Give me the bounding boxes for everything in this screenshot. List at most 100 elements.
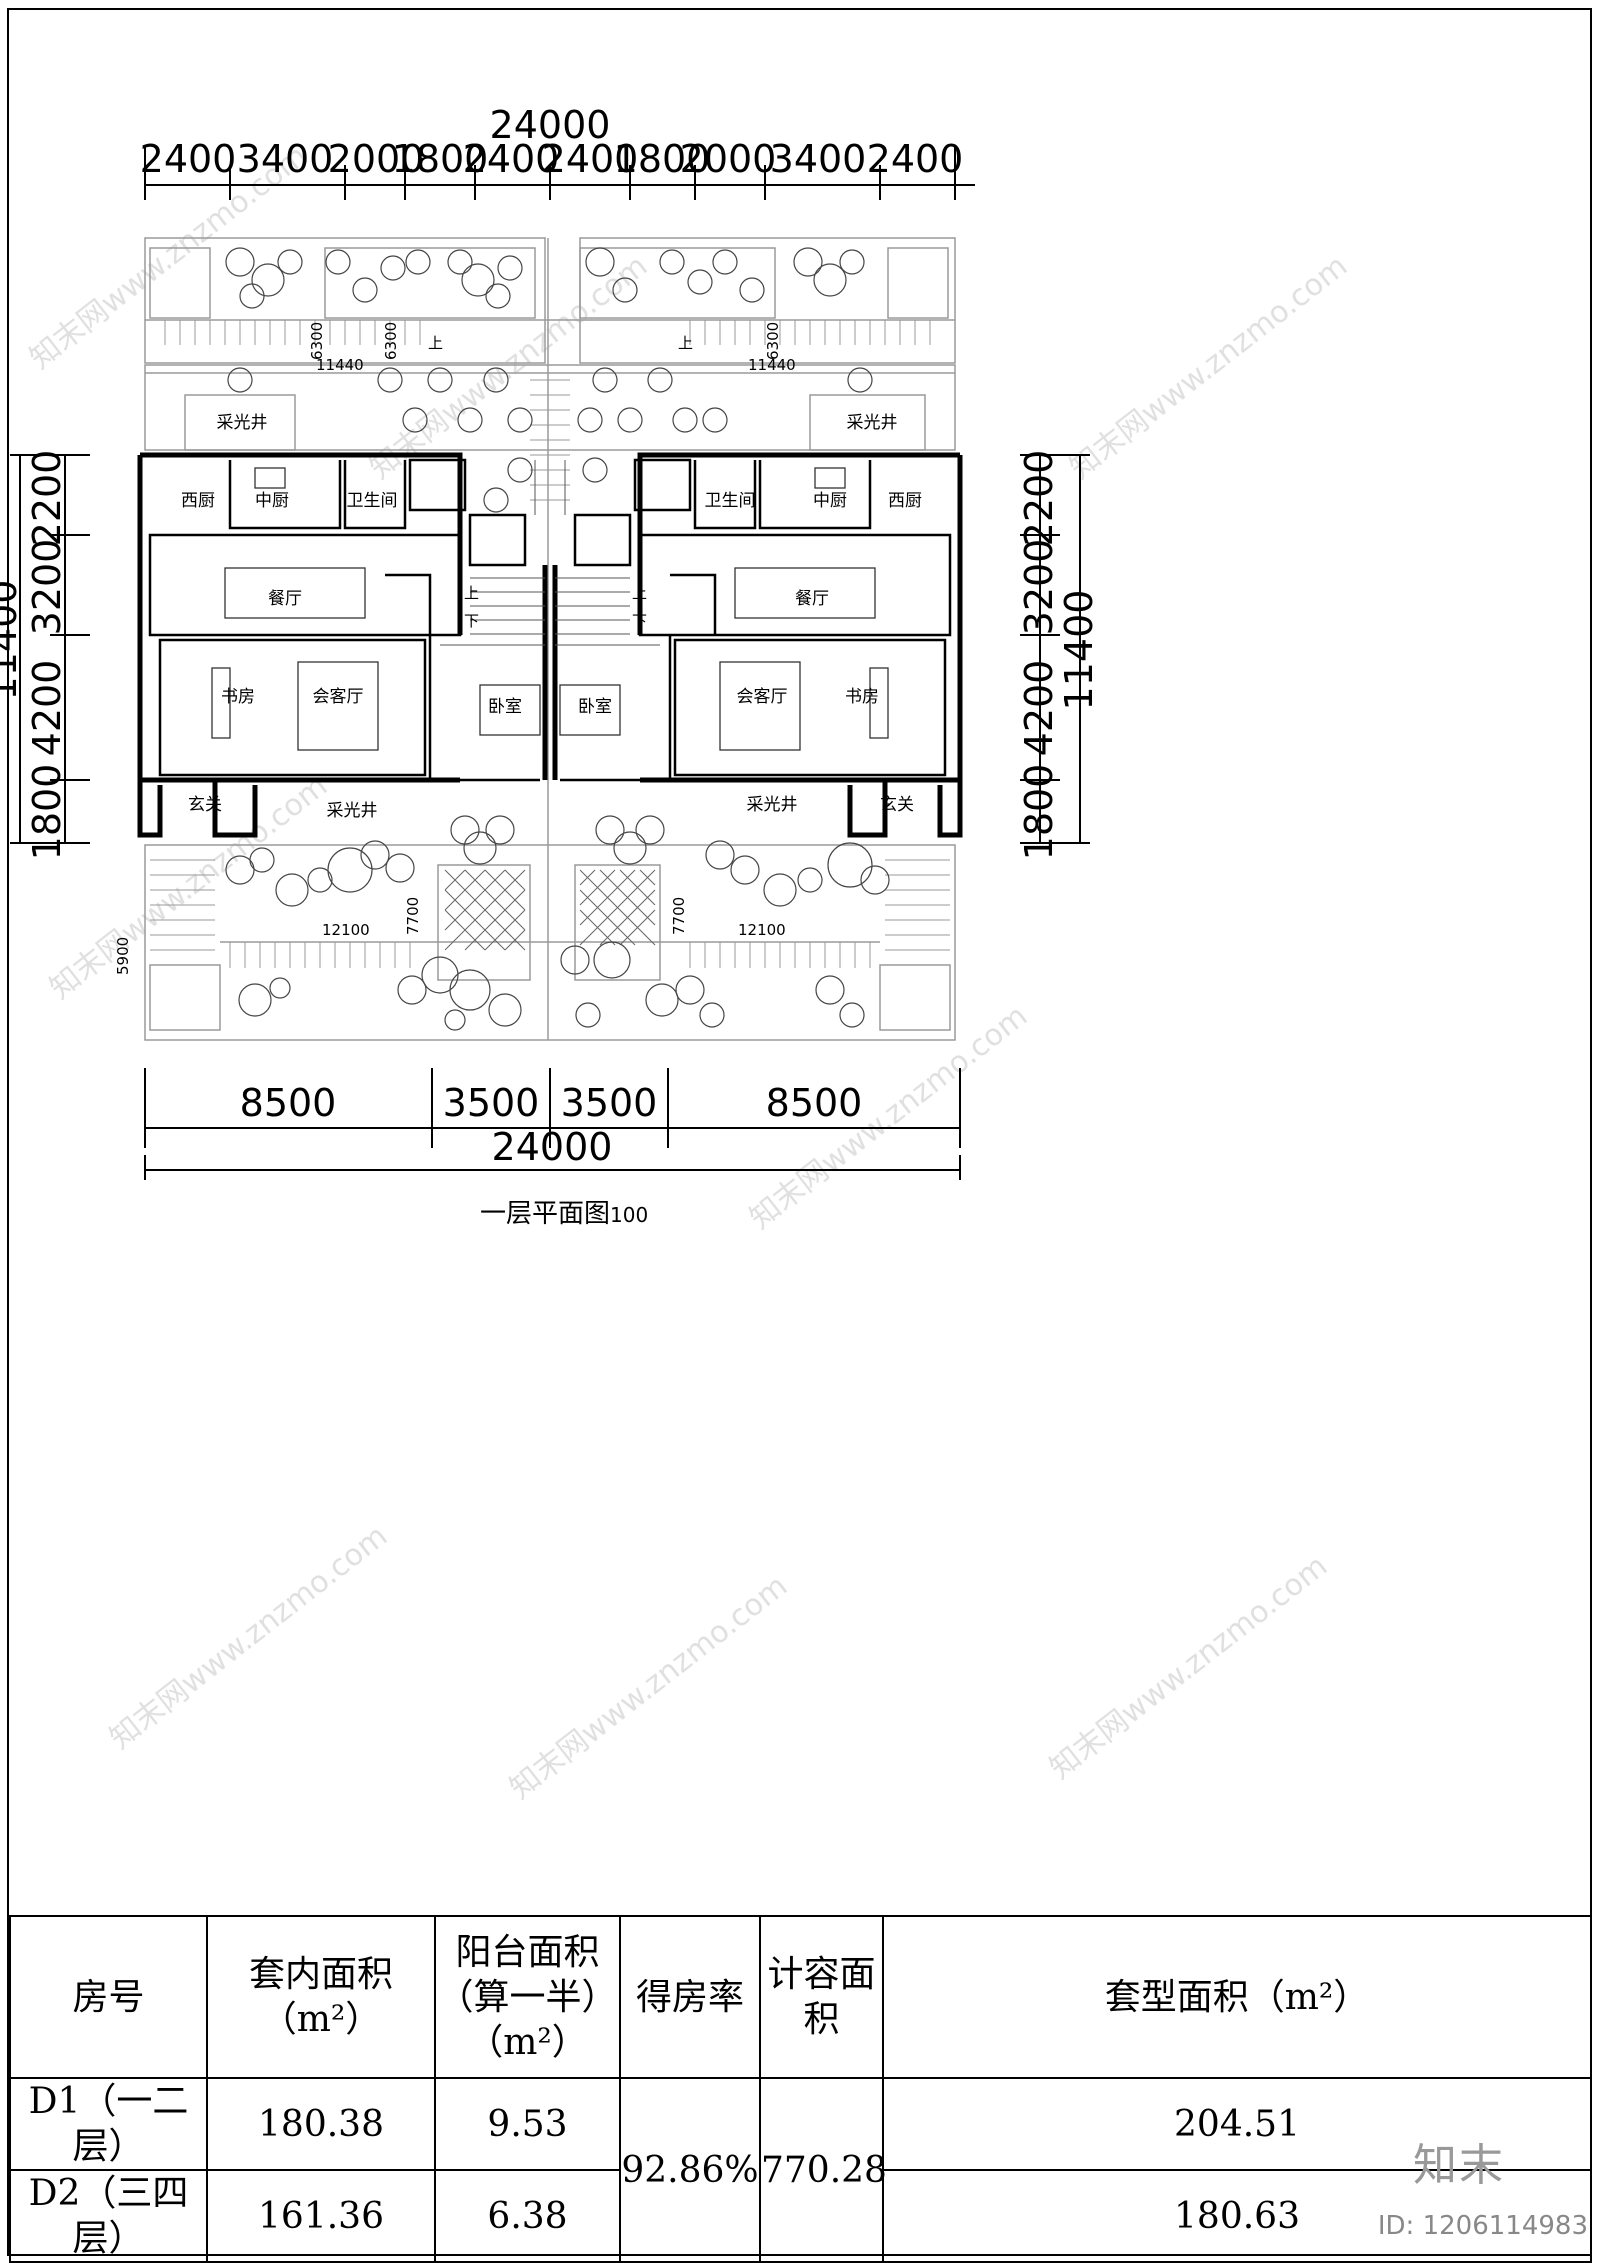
interior-walls — [148, 458, 952, 782]
dimension-label: 12100 — [738, 921, 786, 939]
dimension-label: 6300 — [308, 322, 326, 360]
header-plot-area: 计容面积 — [759, 1915, 884, 2079]
room-label: 玄关 — [188, 795, 222, 815]
top-dimension: 3400 — [770, 137, 867, 181]
floor-plan: 知末网www.znzmo.com 知末网www.znzmo.com 知末网www… — [0, 103, 1354, 1806]
bottom-dimension: 3500 — [443, 1081, 540, 1125]
right-dimension: 2200 — [1017, 450, 1061, 547]
dimension-label: 11440 — [316, 356, 364, 374]
stair-up-mark: 上 — [428, 334, 443, 352]
top-dimension: 2400 — [463, 137, 560, 181]
header-room: 房号 — [9, 1915, 208, 2079]
top-dimension: 2400 — [140, 137, 237, 181]
header-inner-area: 套内面积（m²） — [206, 1915, 436, 2079]
exterior-walls — [137, 452, 963, 838]
room-label: 会客厅 — [313, 687, 364, 707]
dimension-label: 7700 — [670, 897, 688, 935]
room-label: 卧室 — [488, 697, 522, 717]
cell-room: D1（一二层） — [9, 2077, 208, 2171]
cell-efficiency: 92.86% — [619, 2077, 761, 2263]
room-label: 书房 — [845, 687, 879, 707]
watermark: 知末网www.znzmo.com — [503, 1568, 794, 1806]
cell-room: D2（三四层） — [9, 2169, 208, 2263]
dimension-label: 11440 — [748, 356, 796, 374]
top-total-dimension: 24000 — [490, 103, 611, 147]
room-label: 西厨 — [888, 491, 922, 511]
dimension-label: 5900 — [114, 937, 132, 975]
left-dimension-line — [10, 454, 90, 844]
area-table: 房号 套内面积（m²） 阳台面积 （算一半） （m²） 得房率 计容面积 套型面… — [9, 1915, 1592, 2263]
stair-up-mark: 上 — [632, 584, 647, 602]
bottom-dimension: 3500 — [561, 1081, 658, 1125]
cell-plot-area: 770.28 — [759, 2077, 887, 2263]
cell-balcony-area: 6.38 — [434, 2169, 621, 2263]
landscape-plants — [225, 247, 890, 1031]
header-efficiency: 得房率 — [619, 1915, 761, 2079]
room-label: 采光井 — [747, 795, 798, 815]
bottom-dimension: 8500 — [766, 1081, 863, 1125]
right-total-dimension: 11400 — [1057, 590, 1101, 711]
cell-inner-area: 180.38 — [206, 2077, 436, 2171]
dimension-label: 6300 — [382, 322, 400, 360]
furniture — [211, 467, 889, 751]
header-type-area: 套型面积（m²） — [882, 1915, 1592, 2079]
left-dimension: 2200 — [25, 450, 69, 547]
image-id-watermark: ID: 1206114983 — [1377, 2211, 1588, 2241]
right-dimension: 4200 — [1017, 660, 1061, 757]
right-dimension-line — [1020, 454, 1090, 844]
room-label: 中厨 — [255, 491, 289, 511]
left-dimension: 4200 — [25, 660, 69, 757]
top-dimension: 2400 — [867, 137, 964, 181]
top-dimension: 1800 — [614, 137, 711, 181]
cell-type-area: 180.63 — [882, 2169, 1592, 2263]
cell-inner-area: 161.36 — [206, 2169, 436, 2263]
terrace-steps — [150, 320, 950, 968]
room-label: 采光井 — [217, 413, 268, 433]
top-dimension: 2400 — [542, 137, 639, 181]
watermark-layer: 知末网www.znzmo.com 知末网www.znzmo.com 知末网www… — [23, 138, 1354, 1806]
stair-down-mark: 下 — [632, 612, 647, 630]
stair-up-mark: 上 — [678, 334, 693, 352]
room-label: 卫生间 — [705, 491, 756, 511]
header-balcony-line: （算一半） — [437, 1976, 618, 2018]
top-dimension: 3400 — [237, 137, 334, 181]
header-balcony-line: 阳台面积 — [455, 1931, 600, 1973]
watermark: 知末网www.znzmo.com — [1063, 248, 1354, 486]
left-dimension: 3200 — [25, 539, 69, 636]
dimension-label: 7700 — [404, 897, 422, 935]
room-label: 采光井 — [847, 413, 898, 433]
bottom-total-dimension: 24000 — [492, 1125, 613, 1169]
bottom-dimension-line — [144, 1068, 961, 1180]
room-label: 西厨 — [181, 491, 215, 511]
room-label: 会客厅 — [737, 687, 788, 707]
drawing-title: 一层平面图 — [480, 1199, 610, 1229]
room-label: 书房 — [221, 687, 255, 707]
top-dimension: 1800 — [392, 137, 489, 181]
drawing-scale: 100 — [610, 1203, 648, 1227]
stairwell — [440, 460, 660, 646]
table-header-row: 房号 套内面积（m²） 阳台面积 （算一半） （m²） 得房率 计容面积 套型面… — [9, 1915, 1592, 2079]
bottom-dimension: 8500 — [240, 1081, 337, 1125]
room-label: 餐厅 — [795, 589, 829, 609]
top-dimension: 2000 — [680, 137, 777, 181]
room-label: 玄关 — [880, 795, 914, 815]
header-balcony-area: 阳台面积 （算一半） （m²） — [434, 1915, 621, 2079]
room-label: 卫生间 — [347, 491, 398, 511]
room-label: 中厨 — [813, 491, 847, 511]
left-dimension: 1800 — [25, 764, 69, 861]
paving-hatch — [444, 869, 656, 951]
table-row: D2（三四层） 161.36 6.38 180.63 — [9, 2169, 1592, 2263]
cell-type-area: 204.51 — [882, 2077, 1592, 2171]
cell-balcony-area: 9.53 — [434, 2077, 621, 2171]
right-dimension: 3200 — [1017, 539, 1061, 636]
dimension-label: 12100 — [322, 921, 370, 939]
top-dimension-line — [144, 145, 975, 200]
dimension-label: 6300 — [764, 322, 782, 360]
brand-watermark-logo: 知末 — [1413, 2140, 1505, 2191]
header-balcony-line: （m²） — [467, 2021, 588, 2063]
table-row: D1（一二层） 180.38 9.53 92.86% 770.28 204.51 — [9, 2077, 1592, 2263]
stair-down-mark: 下 — [464, 612, 479, 630]
right-dimension: 1800 — [1017, 764, 1061, 861]
watermark: 知末网www.znzmo.com — [103, 1518, 394, 1756]
stair-up-mark: 上 — [464, 584, 479, 602]
